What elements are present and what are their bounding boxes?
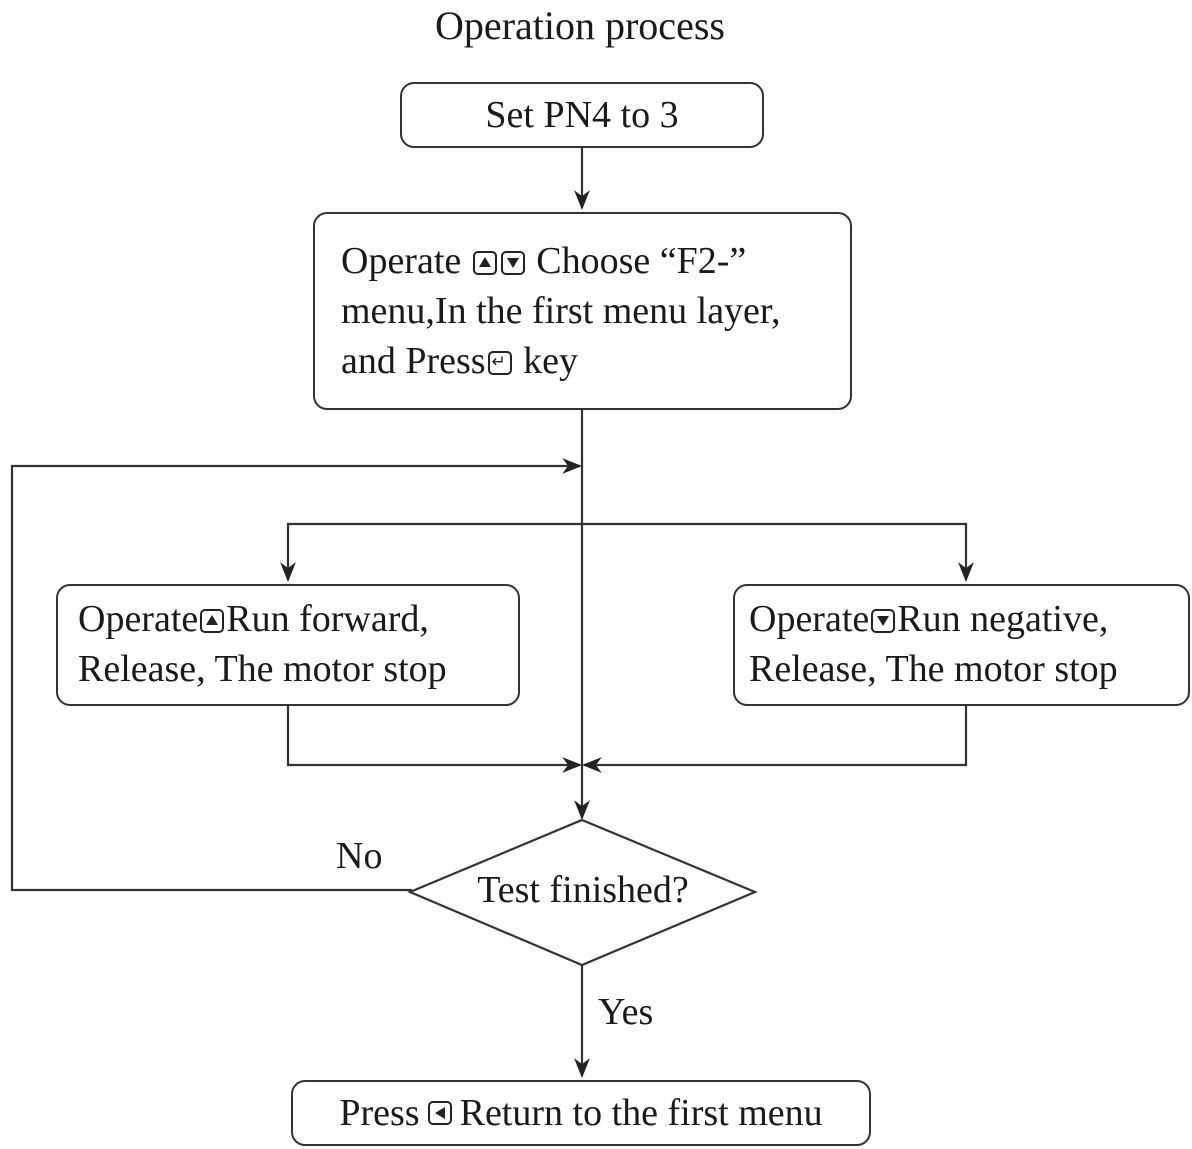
operate-forward-text: Operate — [78, 598, 199, 640]
run-negative-text: Run negative, — [897, 598, 1109, 640]
up-arrow-key-icon — [472, 251, 497, 275]
decision-diamond — [407, 818, 758, 967]
down-arrow-key-icon — [871, 609, 896, 633]
yes-branch-label: Yes — [598, 991, 654, 1033]
operate-text: Operate — [341, 240, 462, 282]
key-text: key — [523, 340, 578, 382]
connector-no-loop — [10, 458, 582, 892]
operate-choose-line3: and Press key — [341, 336, 850, 386]
left-arrow-key-icon — [427, 1101, 452, 1125]
operate-choose-box: Operate Choose “F2-” menu,In the first m… — [313, 212, 852, 410]
run-negative-line1: Operate Run negative, — [749, 594, 1188, 644]
operate-choose-line2: menu,In the first menu layer, — [341, 290, 781, 332]
decision-text: Test finished? — [477, 869, 689, 911]
connector-merge-right — [582, 706, 968, 773]
run-forward-text: Run forward, — [226, 598, 429, 640]
run-negative-line2: Release, The motor stop — [749, 648, 1118, 690]
and-press-text: and Press — [341, 340, 486, 382]
enter-key-icon — [487, 351, 512, 375]
run-negative-box: Operate Run negative, Release, The motor … — [733, 584, 1190, 706]
press-text: Press — [339, 1092, 420, 1134]
no-branch-label: No — [336, 835, 383, 877]
return-menu-box: Press Return to the first menu — [291, 1080, 871, 1146]
connector-branch-right — [582, 522, 974, 582]
set-pn4-text: Set PN4 to 3 — [485, 94, 679, 136]
up-arrow-key-icon — [200, 609, 225, 633]
operate-negative-text: Operate — [749, 598, 870, 640]
run-forward-line2: Release, The motor stop — [78, 648, 447, 690]
operate-choose-line1: Operate Choose “F2-” — [341, 236, 850, 286]
choose-f2-text: Choose “F2-” — [536, 240, 747, 282]
set-pn4-box: Set PN4 to 3 — [400, 82, 764, 148]
down-arrow-key-icon — [500, 251, 525, 275]
connector-branch-left — [280, 522, 582, 582]
run-forward-box: Operate Run forward, Release, The motor s… — [56, 584, 520, 706]
diagram-title: Operation process — [435, 3, 725, 48]
run-forward-line1: Operate Run forward, — [78, 594, 518, 644]
connector-merge-left — [286, 706, 582, 773]
return-first-menu-text: Return to the first menu — [459, 1092, 823, 1134]
